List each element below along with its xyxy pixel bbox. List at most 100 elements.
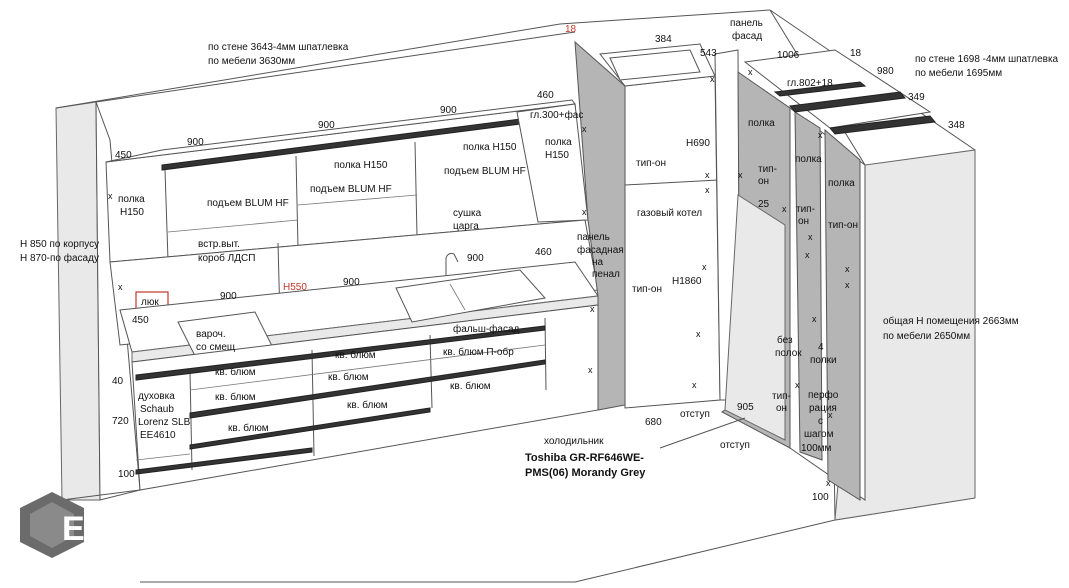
upper-shelf-line-1: [167, 219, 299, 233]
countertop: [119, 253, 599, 363]
label-kv-blum-p: кв. блюм П-обр: [443, 346, 514, 358]
dim-1006: 1006: [777, 50, 800, 61]
label-blum-2: подъем BLUM HF: [310, 184, 392, 195]
fridge-note-3: PMS(06) Morandy Grey: [525, 467, 646, 479]
dim-348: 348: [948, 120, 965, 131]
label-tip-on-6b: он: [776, 403, 787, 414]
label-panel-fasadnaya-2: фасадная: [577, 244, 624, 256]
label-tip-on-4b: он: [798, 216, 809, 227]
label-oven-3: Lorenz SLB: [138, 417, 191, 428]
fridge-leader: [659, 417, 746, 449]
label-blum-1: подъем BLUM HF: [207, 198, 289, 209]
label-polka-h150-1b: H150: [120, 207, 144, 218]
dim-18: 18: [850, 48, 862, 59]
marker-x: x: [812, 314, 817, 324]
label-kv-blum-2: кв. блюм: [215, 391, 256, 403]
marker-x: x: [748, 67, 753, 77]
dim-450-bot: 450: [132, 315, 149, 326]
label-sushka-2: царга: [453, 221, 479, 232]
marker-x: x: [705, 170, 710, 180]
top-board-strip-3: [773, 81, 867, 97]
marker-x: x: [782, 204, 787, 214]
fridge-note-2: Toshiba GR-RF646WE-: [525, 452, 644, 464]
wall-left-note-2: по мебели 3630мм: [208, 55, 295, 67]
dim-25: 25: [758, 199, 770, 210]
label-oven-2: Schaub: [140, 404, 174, 415]
faucet: [445, 253, 459, 276]
drawer-handle-strip-3: [189, 407, 431, 450]
height-left-note-2: H 870-по фасаду: [20, 252, 99, 264]
dim-384: 384: [655, 34, 672, 45]
upper-cabinet-top: [105, 99, 576, 163]
label-perf-1: перфо: [808, 389, 839, 401]
drawer-handle-strip-4: [135, 447, 313, 475]
drawer-line-1: [189, 344, 546, 391]
dim-h550: H550: [283, 282, 307, 293]
drawer-line-2: [135, 453, 191, 461]
room-outline: [55, 9, 976, 583]
top-board-strip-1: [789, 91, 906, 113]
label-perf-2: рация: [809, 403, 837, 414]
marker-x: x: [818, 130, 823, 140]
marker-x: x: [702, 262, 707, 272]
marker-x: x: [845, 280, 850, 290]
upper-shelf-line-2: [297, 194, 418, 206]
fridge-note-1: холодильник: [544, 436, 604, 447]
label-panel-fasadnaya-1: панель: [577, 232, 610, 243]
marker-x: x: [590, 304, 595, 314]
label-perf-3: с: [818, 416, 823, 427]
label-blum-3: подъем BLUM HF: [444, 166, 526, 177]
dim-349: 349: [908, 92, 925, 103]
wall-right-note-1: по стене 1698 -4мм шпатлевка: [915, 54, 1059, 65]
label-vstr-1: встр.выт.: [198, 239, 240, 250]
label-panel-fasad-1: панель: [730, 18, 763, 29]
drawer-handle-strip-2: [189, 359, 546, 419]
marker-x: x: [805, 250, 810, 260]
dim-900-ctr: 900: [343, 277, 360, 288]
room-height-note-1: общая H помещения 2663мм: [883, 315, 1019, 327]
label-gl802: гл.802+18: [787, 78, 833, 89]
marker-x: x: [582, 207, 587, 217]
label-gl300: гл.300+фас: [530, 109, 583, 121]
marker-x: x: [808, 232, 813, 242]
tall-cabinet-top-recess: [609, 49, 701, 81]
label-otstup-2: отступ: [720, 440, 750, 451]
label-polka-2: полка: [795, 154, 822, 165]
label-kv-blum-7: кв. блюм: [450, 380, 491, 392]
label-kv-blum-4: кв. блюм: [335, 349, 376, 361]
dim-900-c: 900: [440, 105, 457, 116]
marker-x: x: [828, 410, 833, 420]
marker-x: x: [696, 329, 701, 339]
wall-left-note-1: по стене 3643-4мм шпатлевка: [208, 42, 349, 53]
label-four-shelves-2: полки: [810, 355, 837, 366]
lower-divider-1: [189, 371, 193, 471]
upper-divider-3: [414, 141, 418, 237]
label-vstr-2: короб ЛДСП: [198, 252, 255, 264]
dim-900-ctr2: 900: [220, 291, 237, 302]
dim-905: 905: [737, 402, 754, 413]
label-tip-on-6: тип-: [772, 391, 791, 402]
left-end-wall: [55, 101, 101, 501]
label-kv-blum-5: кв. блюм: [328, 371, 369, 383]
label-bez-polok-2: полок: [775, 348, 802, 359]
dim-900-mid: 900: [467, 253, 484, 264]
upper-divider-1: [164, 169, 169, 261]
height-left-note-1: H 850 по корпусу: [20, 239, 99, 250]
label-tip-on-2: тип-он: [632, 284, 662, 295]
floor-line: [140, 519, 836, 583]
label-tip-on-3: тип-: [758, 164, 777, 175]
right-tall-facade-2: [824, 128, 861, 501]
label-tip-on-5: тип-он: [828, 220, 858, 231]
label-hob-2: со смещ: [196, 342, 235, 353]
room-height-note-2: по мебели 2650мм: [883, 330, 970, 342]
label-panel-fasadnaya-4: пенал: [592, 269, 620, 280]
label-perf-4: шагом: [804, 429, 834, 440]
dim-450-top: 450: [115, 150, 132, 161]
label-polka-h150-3: полка H150: [463, 142, 517, 153]
dim-460-mid: 460: [535, 247, 552, 258]
lower-divider-3: [429, 334, 433, 409]
label-polka-h150-1a: полка: [118, 194, 145, 205]
label-kv-blum-6: кв. блюм: [347, 399, 388, 411]
